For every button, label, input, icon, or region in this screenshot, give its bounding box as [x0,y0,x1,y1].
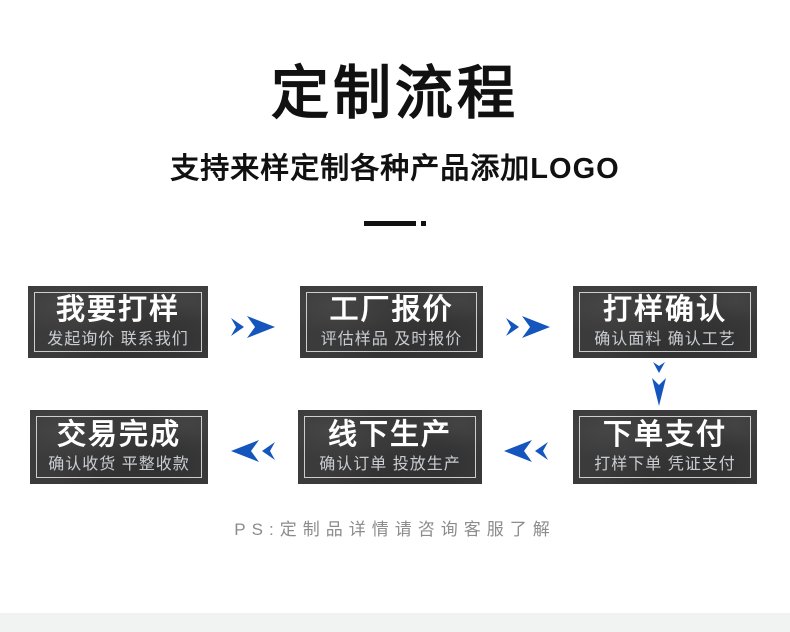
step-box-deal-complete: 交易完成 确认收货 平整收款 [30,410,208,484]
step-subtitle: 发起询价 联系我们 [47,331,189,349]
step-title: 下单支付 [602,419,727,452]
page-title: 定制流程 [270,61,519,126]
step-box-order-payment: 下单支付 打样下单 凭证支付 [573,410,757,484]
arrow-right-icon [231,316,275,338]
step-subtitle: 确认面料 确认工艺 [594,331,736,349]
divider-dot [421,220,426,226]
step-title: 交易完成 [56,419,181,452]
bottom-bar [0,613,790,632]
arrow-left-icon [504,440,548,462]
step-box-offline-production: 线下生产 确认订单 投放生产 [298,410,482,484]
arrow-right-icon [506,316,550,338]
step-subtitle: 确认收货 平整收款 [48,456,190,474]
step-subtitle: 评估样品 及时报价 [320,331,463,349]
footer-note: PS:定制品详情请咨询客服了解 [234,520,556,539]
step-box-sample-confirm: 打样确认 确认面料 确认工艺 [573,286,757,358]
divider-line [364,220,416,226]
step-title: 线下生产 [327,419,452,452]
step-box-factory-quote: 工厂报价 评估样品 及时报价 [300,286,483,358]
divider [0,220,790,226]
arrow-down-icon [652,362,666,406]
step-title: 打样确认 [602,294,727,327]
page-subtitle: 支持来样定制各种产品添加LOGO [170,152,620,185]
step-box-request-sample: 我要打样 发起询价 联系我们 [28,286,208,358]
step-title: 我要打样 [55,294,180,327]
section-header: 定制流程 支持来样定制各种产品添加LOGO [0,0,790,226]
step-subtitle: 确认订单 投放生产 [319,456,461,474]
step-subtitle: 打样下单 凭证支付 [594,456,736,474]
step-title: 工厂报价 [329,294,454,327]
arrow-left-icon [231,440,275,462]
